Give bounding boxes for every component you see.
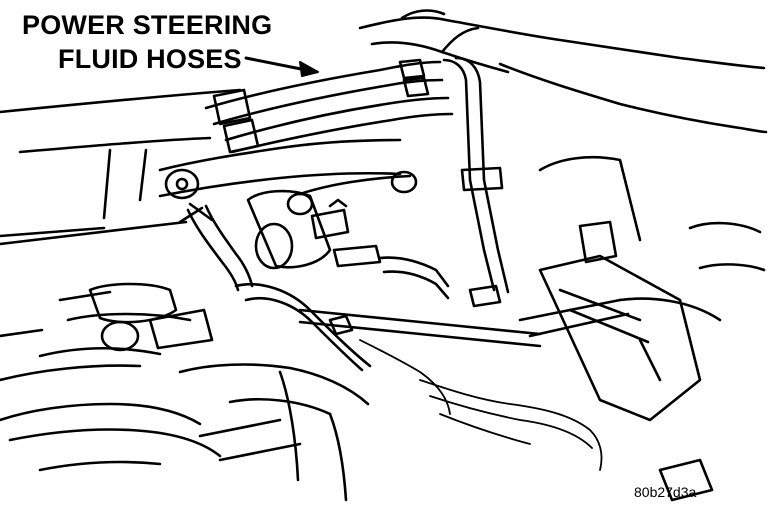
- body-lines: [0, 88, 242, 338]
- hand: [358, 9, 768, 134]
- intake-manifold: [0, 282, 370, 502]
- lower-left-hose: [178, 202, 254, 292]
- steering-pump: [246, 189, 382, 270]
- bracket-arm: [158, 138, 418, 216]
- power-steering-hoses: [204, 58, 454, 154]
- wires: [359, 339, 603, 471]
- tool-rod: [518, 297, 722, 338]
- hard-line: [442, 56, 510, 308]
- center-lower-hoses: [234, 256, 542, 372]
- callout-label-line2: FLUID HOSES: [58, 44, 242, 74]
- callout-arrow: [244, 56, 319, 77]
- figure-id: 80b27d3a: [634, 484, 697, 500]
- callout-label-line1: POWER STEERING: [22, 10, 273, 40]
- right-component: [538, 155, 766, 502]
